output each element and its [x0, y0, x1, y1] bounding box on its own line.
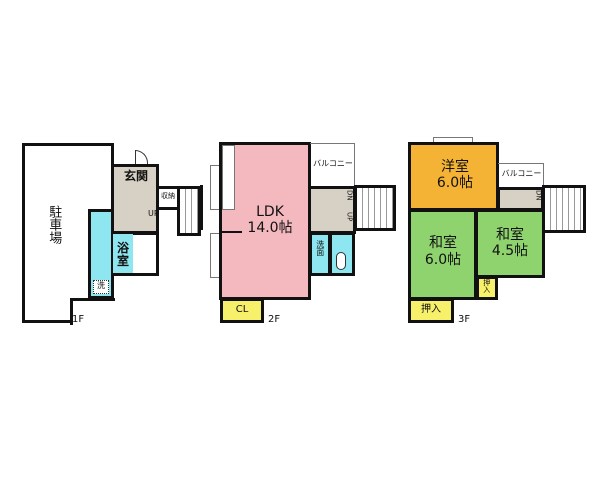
oshiire-small[interactable]: [476, 276, 498, 300]
stairs-1f[interactable]: [177, 186, 201, 236]
ldk-name: LDK: [256, 204, 284, 220]
ldk-size: 14.0帖: [247, 220, 293, 236]
parking-label: 駐車場: [46, 205, 62, 244]
oshiire-small-label: 押入: [482, 279, 491, 293]
parking-notch: [70, 298, 115, 325]
side-wall: [200, 185, 203, 230]
washer-label: 洗: [97, 281, 105, 290]
floor-label-2f: 2F: [268, 314, 281, 325]
stairs-dn-label-3f: DN: [534, 190, 543, 201]
floor-label-1f: 1F: [72, 314, 85, 325]
bath-label: 浴室: [116, 241, 129, 269]
washer-space: [93, 280, 109, 294]
closet-label: CL: [235, 304, 249, 315]
stairs-up-label: UP: [148, 209, 159, 218]
japanese-room-2: [475, 209, 545, 278]
japanese2-size: 4.5帖: [491, 243, 529, 259]
kitchen-counter: [222, 145, 235, 210]
stairs-3f[interactable]: [542, 185, 586, 233]
western-room: [408, 142, 499, 211]
stairs-dn-label: DN: [345, 190, 354, 201]
entrance-label: 玄関: [123, 169, 148, 183]
storage-label: 収納: [161, 192, 175, 200]
balcony-label: バルコニー: [313, 159, 353, 168]
japanese1-size: 6.0帖: [424, 252, 462, 268]
oshiire-label: 押入: [421, 304, 441, 315]
bath-floor: [113, 234, 133, 273]
washroom-label: 洗面: [315, 240, 325, 256]
toilet-icon: [336, 252, 346, 270]
japanese2-name: 和室: [496, 227, 524, 243]
oshiire[interactable]: [408, 298, 454, 323]
floor-label-3f: 3F: [458, 314, 471, 325]
japanese1-name: 和室: [429, 235, 457, 251]
toilet: [329, 232, 355, 276]
stairs-up-label: UP: [345, 212, 354, 222]
balcony-label-3f: バルコニー: [501, 169, 542, 178]
stairs-2f[interactable]: [354, 185, 396, 231]
entrance-door[interactable]: [135, 150, 148, 164]
western-name: 洋室: [441, 159, 469, 175]
ldk-partition: [220, 231, 242, 233]
western-size: 6.0帖: [436, 175, 474, 191]
closet[interactable]: [220, 298, 264, 323]
